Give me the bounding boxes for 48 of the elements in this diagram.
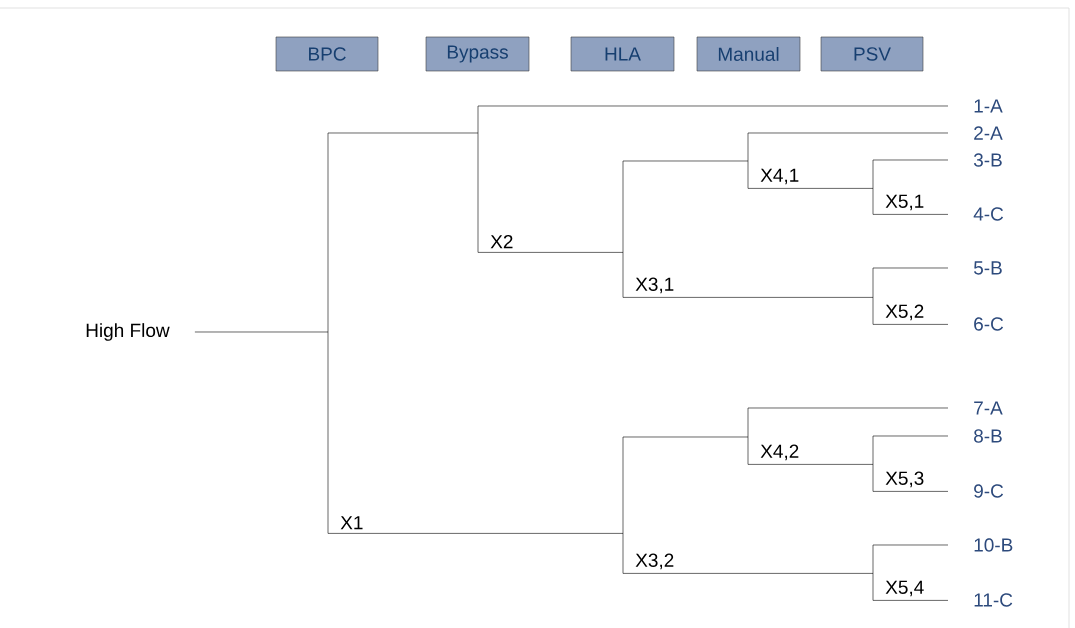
button-box: Manual (696, 36, 801, 72)
leaf-label: 4-C (973, 207, 1004, 221)
tree-branch (747, 464, 874, 465)
button-box: PSV (820, 36, 924, 72)
tree-branch (747, 188, 874, 189)
branch-bracket: X5,1 (872, 159, 924, 215)
branch-bracket: X1 (327, 132, 363, 534)
leaf-label: 10-B (974, 538, 1013, 552)
tree-branch (872, 435, 949, 437)
leaf-label: 3-B (973, 153, 1002, 167)
tree-branch (622, 160, 749, 162)
branch-bracket: X2 (477, 105, 513, 253)
button-box: HLA (570, 36, 675, 72)
tree-branch (477, 252, 624, 253)
root-label: High Flow (86, 323, 170, 341)
tree-branch (194, 331, 329, 333)
tree-branch (872, 324, 949, 325)
leaf-label: 2-A (974, 126, 1003, 140)
branch-bracket: X5,4 (872, 544, 924, 601)
leaf-label: 8-B (974, 429, 1002, 443)
tree-branch (872, 267, 949, 269)
tree-branch (747, 132, 949, 134)
branch-bracket: X5,2 (872, 267, 924, 325)
tree-branch (872, 491, 949, 492)
tree-branch (477, 105, 949, 107)
leaf-label: 9-C (974, 484, 1004, 498)
leaf-label: 1-A (974, 99, 1003, 113)
leaf-label: 7-A (974, 401, 1003, 415)
tree-branch (872, 600, 949, 601)
tree-branch (872, 544, 949, 546)
branch-bracket: X4,2 (747, 407, 799, 465)
tree-branch (872, 159, 949, 161)
tree-branch (622, 436, 749, 438)
branch-bracket: X3,1 (622, 160, 674, 298)
tree-branch (747, 407, 949, 409)
branch-bracket: X3,2 (622, 436, 674, 574)
tree-branch (622, 573, 874, 574)
leaf-label: 11-C (974, 593, 1013, 607)
button-box: BPC (275, 36, 379, 72)
tree-branch (327, 533, 624, 534)
leaf-label: 5-B (973, 261, 1002, 275)
branch-bracket: X5,3 (872, 435, 924, 492)
branch-bracket: X4,1 (747, 132, 799, 189)
button-box: Bypass (425, 36, 530, 72)
tree-branch (622, 297, 874, 298)
tree-branch (327, 132, 479, 134)
tree-branch (872, 214, 949, 215)
leaf-label: 6-C (974, 317, 1004, 331)
